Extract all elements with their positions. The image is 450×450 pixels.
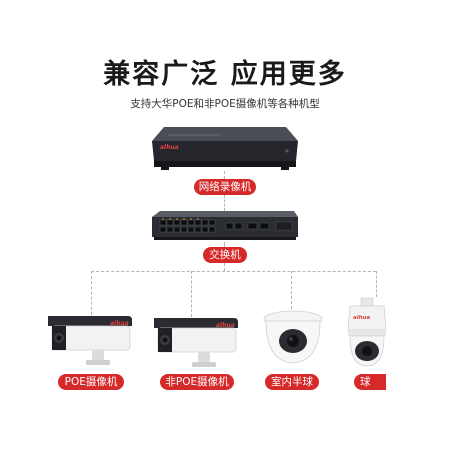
switch-device (152, 211, 298, 240)
speed-dome-camera (347, 297, 387, 367)
poe-bullet-camera (48, 316, 132, 365)
connector-drop-3 (291, 271, 292, 309)
connector-nvr (224, 171, 225, 179)
non-poe-bullet-camera (154, 318, 238, 367)
camera-label-poe: POE摄像机 (58, 374, 124, 390)
nvr-device (152, 127, 298, 170)
non-poe-camera-brand-logo: alhua (216, 322, 235, 329)
page-subtitle: 支持大华POE和非POE摄像机等各种机型 (130, 98, 320, 110)
distribution-bus (91, 271, 376, 272)
nvr-label: 网络录像机 (194, 179, 256, 195)
connector-switch-bus (224, 263, 225, 271)
connector-drop-4 (376, 271, 377, 297)
poe-camera-brand-logo: alhua (110, 320, 129, 327)
nvr-brand-logo: alhua (160, 144, 179, 151)
connector-switch (224, 242, 225, 248)
page-title: 兼容广泛 应用更多 (103, 59, 347, 90)
connector-drop-2 (191, 271, 192, 317)
indoor-dome-camera (263, 310, 323, 364)
connector-nvr-switch (224, 195, 225, 211)
switch-label: 交换机 (203, 247, 247, 263)
camera-label-non-poe: 非POE摄像机 (160, 374, 234, 390)
connector-drop-1 (91, 271, 92, 315)
camera-label-ball: 球 (354, 374, 386, 390)
speed-dome-brand-logo: alhua (353, 315, 371, 321)
camera-label-indoor-dome: 室内半球 (265, 374, 319, 390)
